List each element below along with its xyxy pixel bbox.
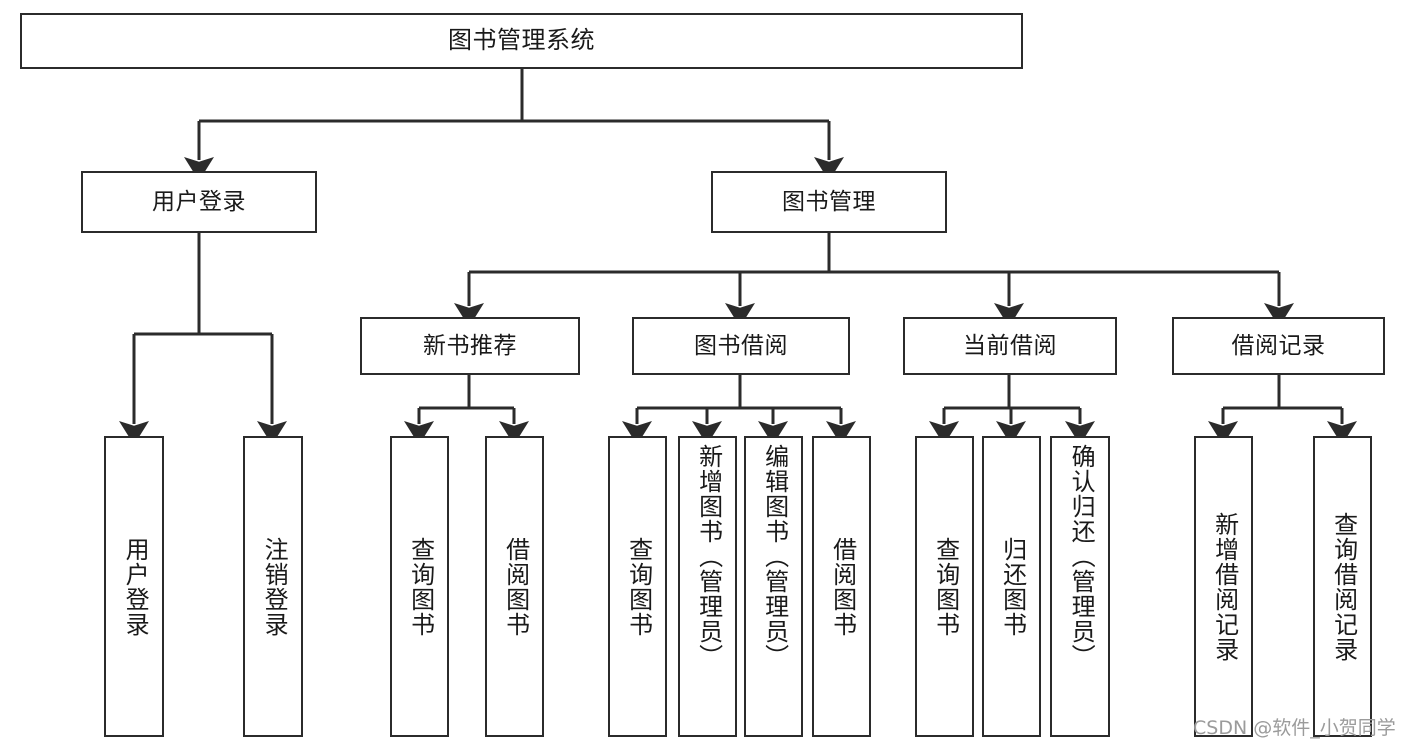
node-user-login-label: 用户登录 [152,188,246,215]
node-root-label: 图书管理系统 [448,26,595,54]
node-book-borrow-label: 图书借阅 [694,332,788,359]
edge-group-book-management [454,233,1294,327]
node-leaf-user-login-label: 用户登录 [121,536,149,637]
node-current-borrow-label: 当前借阅 [963,332,1057,359]
node-root[interactable]: 图书管理系统 [20,13,1023,69]
node-leaf-user-logout-label: 注销登录 [260,536,288,637]
node-new-book-recommend[interactable]: 新书推荐 [360,317,580,375]
node-leaf-user-logout[interactable]: 注销登录 [243,436,303,737]
node-leaf-return-book-label: 归还图书 [998,536,1026,637]
node-leaf-query-book-2[interactable]: 查询图书 [608,436,667,737]
edge-group-root [184,69,844,181]
node-leaf-query-book-2-label: 查询图书 [624,536,652,637]
node-leaf-borrow-book-1[interactable]: 借阅图书 [485,436,544,737]
edge-group-borrow-record [1208,375,1357,445]
node-leaf-query-book-1-label: 查询图书 [406,536,434,637]
node-leaf-query-record[interactable]: 查询借阅记录 [1313,436,1372,737]
node-leaf-query-book-1[interactable]: 查询图书 [390,436,449,737]
node-book-management-label: 图书管理 [782,188,876,215]
node-leaf-edit-book-label: 编辑图书（管理员） [760,444,788,669]
node-leaf-add-record-label: 新增借阅记录 [1210,511,1238,662]
node-leaf-add-book[interactable]: 新增图书（管理员） [678,436,737,737]
node-new-book-recommend-label: 新书推荐 [423,332,517,359]
node-user-login[interactable]: 用户登录 [81,171,317,233]
node-book-management[interactable]: 图书管理 [711,171,947,233]
node-leaf-borrow-book-2[interactable]: 借阅图书 [812,436,871,737]
node-leaf-borrow-book-1-label: 借阅图书 [501,536,529,637]
node-leaf-user-login[interactable]: 用户登录 [104,436,164,737]
node-leaf-query-record-label: 查询借阅记录 [1329,511,1357,662]
node-leaf-borrow-book-2-label: 借阅图书 [828,536,856,637]
node-leaf-add-record[interactable]: 新增借阅记录 [1194,436,1253,737]
edge-group-user-login [119,233,287,445]
node-book-borrow[interactable]: 图书借阅 [632,317,850,375]
node-leaf-query-book-3-label: 查询图书 [931,536,959,637]
node-current-borrow[interactable]: 当前借阅 [903,317,1117,375]
node-leaf-confirm-return[interactable]: 确认归还（管理员） [1050,436,1110,737]
node-leaf-query-book-3[interactable]: 查询图书 [915,436,974,737]
node-leaf-add-book-label: 新增图书（管理员） [694,444,722,669]
edge-group-new-book-recommend [404,375,529,445]
node-leaf-return-book[interactable]: 归还图书 [982,436,1041,737]
node-leaf-edit-book[interactable]: 编辑图书（管理员） [744,436,803,737]
edge-group-book-borrow [622,375,856,445]
edge-group-current-borrow [929,375,1095,445]
node-leaf-confirm-return-label: 确认归还（管理员） [1067,444,1095,669]
node-borrow-record-label: 借阅记录 [1231,332,1326,359]
node-borrow-record[interactable]: 借阅记录 [1172,317,1385,375]
